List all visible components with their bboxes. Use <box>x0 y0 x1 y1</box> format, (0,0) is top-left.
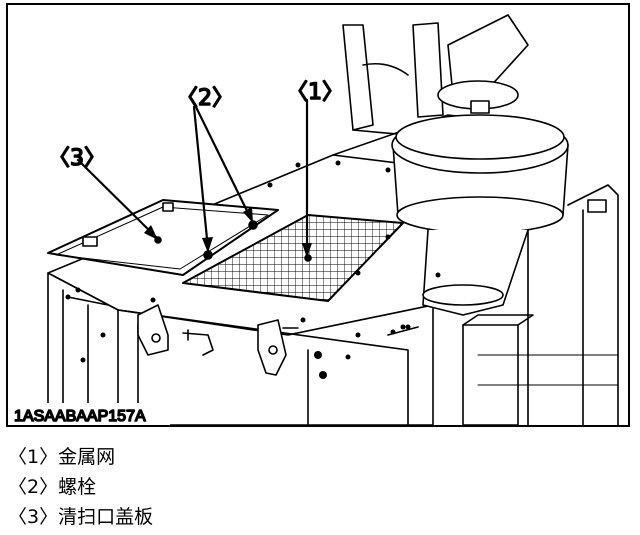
legend-item-cover: 〈3〉清扫口盖板 <box>8 502 628 532</box>
figure-code: 1ASAABAAP157A <box>14 408 146 425</box>
legend-item-mesh: 〈1〉金属网 <box>8 442 628 472</box>
callout-2: 〈2〉 <box>176 86 234 111</box>
cleaning-cover <box>47 199 279 276</box>
figure-frame: 〈1〉 〈2〉 〈3〉 1ASAABAAP157A <box>6 3 630 427</box>
callout-3: 〈3〉 <box>48 146 106 171</box>
legend-number: 〈2〉 <box>8 476 59 498</box>
legend-text: 清扫口盖板 <box>58 506 154 528</box>
legend-text: 金属网 <box>58 446 116 468</box>
metal-mesh <box>182 214 404 302</box>
leader-lines <box>76 98 309 260</box>
legend: 〈1〉金属网 〈2〉螺栓 〈3〉清扫口盖板 <box>8 442 628 532</box>
legend-text: 螺栓 <box>58 476 97 498</box>
machine-illustration: 〈1〉 〈2〉 〈3〉 1ASAABAAP157A <box>8 14 619 425</box>
legend-number: 〈1〉 <box>8 446 59 468</box>
legend-item-bolt: 〈2〉螺栓 <box>8 472 628 502</box>
callout-1: 〈1〉 <box>286 80 344 105</box>
exhaust-elbow <box>342 24 374 131</box>
bolt-2 <box>248 220 258 230</box>
legend-number: 〈3〉 <box>8 506 59 528</box>
